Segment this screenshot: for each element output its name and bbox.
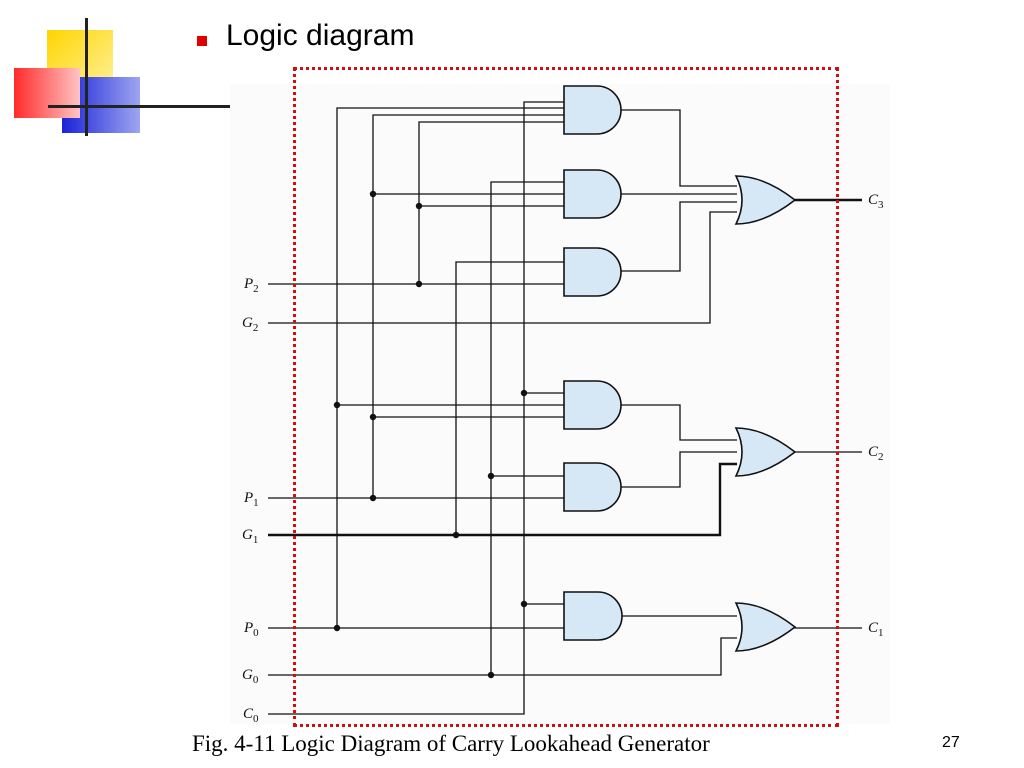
and-gate-c3-b [563, 169, 622, 219]
junction-dot [452, 531, 460, 539]
slide-heading: Logic diagram [226, 19, 415, 52]
label-p2: P2 [243, 276, 259, 295]
label-g2: G2 [242, 315, 258, 334]
bus-g0 [490, 181, 564, 675]
junction-dot [487, 671, 495, 679]
label-g0: G0 [242, 667, 259, 686]
junction-dot [369, 190, 377, 198]
junction-dot [415, 202, 423, 210]
or-gates [734, 175, 797, 652]
junction-dot [333, 401, 341, 409]
wire-and-c3-c-out [620, 201, 737, 272]
wire-g0 [268, 637, 737, 676]
label-c3: C3 [868, 192, 884, 211]
label-c2: C2 [868, 444, 884, 463]
junction-dot [369, 413, 377, 421]
junction-dot [369, 494, 377, 502]
label-c1: C1 [868, 620, 884, 639]
wire-g2 [268, 211, 737, 324]
label-c0: C0 [243, 706, 259, 725]
and-gate-c1 [563, 591, 623, 641]
and-gate-c2-b [563, 462, 622, 512]
deco-vertical-line [85, 18, 88, 136]
junction-dots [333, 190, 528, 679]
junction-dot [415, 280, 423, 288]
and-gates [563, 85, 623, 641]
deco-horizontal-line [48, 105, 230, 108]
output-wires [794, 198, 862, 629]
and-gate-c3-a [563, 85, 622, 135]
bullet-icon [197, 36, 207, 46]
deco-red-square [14, 68, 80, 118]
bus-p2 [418, 121, 564, 284]
bus-g1 [455, 261, 564, 535]
bus-p1 [372, 114, 564, 498]
wire-c0 [268, 101, 564, 715]
label-p1: P1 [243, 490, 259, 509]
junction-dot [487, 472, 495, 480]
junction-dot [333, 624, 341, 632]
wire-and-c2-a-out [620, 404, 737, 441]
wire-and-c3-a-out [620, 109, 737, 187]
label-g1: G1 [242, 527, 258, 546]
bus-p0 [336, 107, 564, 628]
highlight-border [293, 67, 839, 727]
output-labels: C3 C2 C1 [868, 192, 884, 639]
label-p0: P0 [243, 620, 259, 639]
and-gate-c3-c [563, 247, 622, 297]
page-number: 27 [942, 734, 960, 751]
junction-dot [520, 600, 528, 608]
wire-g1 [268, 462, 737, 537]
and-gate-c2-a [563, 380, 622, 430]
input-labels: P2 G2 P1 G1 P0 G0 C0 [242, 276, 259, 725]
junction-dot [520, 389, 528, 397]
or-gate-c1 [734, 602, 797, 652]
or-gate-c3 [734, 175, 797, 225]
wire-and-c2-b-out [620, 451, 737, 488]
or-gate-c2 [734, 427, 797, 477]
gate-interconnect [620, 109, 737, 617]
figure-caption: Fig. 4-11 Logic Diagram of Carry Lookahe… [192, 731, 710, 756]
bus-wires [336, 107, 564, 675]
